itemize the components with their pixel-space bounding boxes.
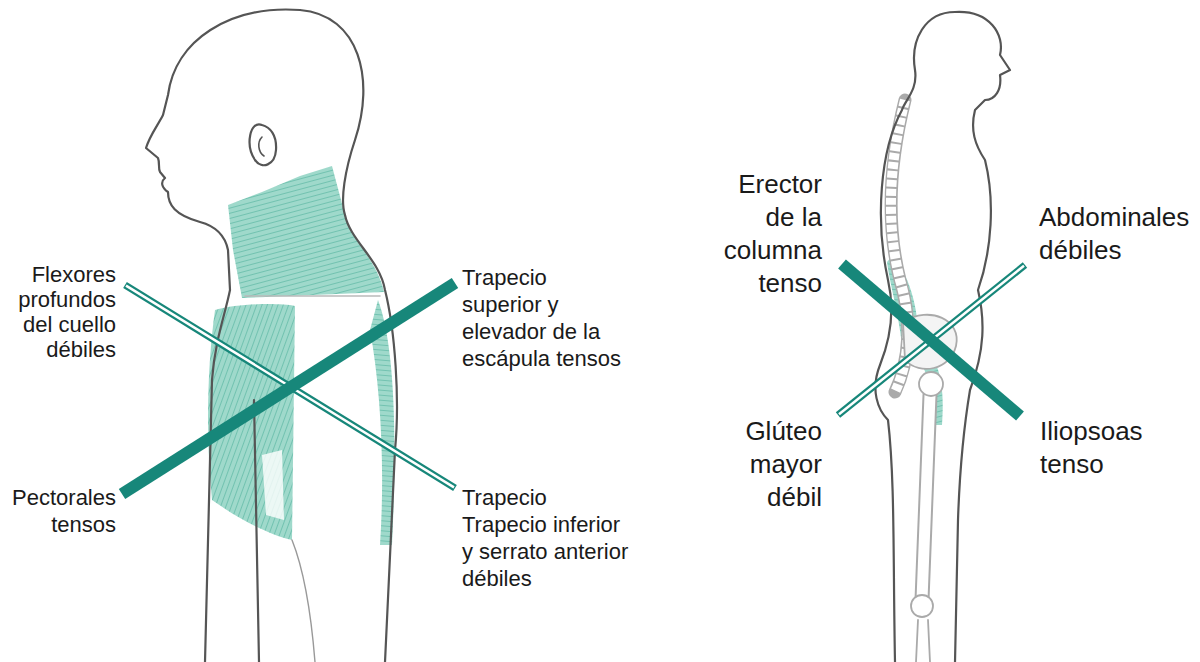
muscle-label: Trapecio superior y elevador de la escáp… (462, 264, 627, 372)
ear (250, 124, 276, 165)
muscle-label: Erector de la columna tenso (712, 168, 822, 300)
head-front-outline (146, 10, 300, 662)
femur (922, 395, 930, 600)
muscle-label: Abdominales débiles (1039, 201, 1194, 267)
pectoral-muscle (208, 304, 295, 540)
tibia (916, 620, 930, 662)
clavicle-line (245, 295, 380, 297)
standing-figure (875, 12, 1010, 662)
arm-crease (292, 540, 315, 662)
upper-cross (122, 283, 455, 494)
muscle-label: Flexores profundos del cuello débiles (4, 262, 116, 362)
femoral-head (919, 372, 943, 396)
femur-outline (922, 395, 930, 600)
muscle-label: Glúteo mayor débil (720, 415, 822, 514)
neck-trapezius-muscle (228, 166, 384, 298)
ear-inner (259, 137, 264, 156)
tight-cross-line (842, 264, 1020, 416)
body-front-outline (955, 12, 1010, 662)
arm-front-outline (254, 400, 259, 662)
tight-cross-line (122, 283, 455, 494)
body-back-outline (875, 12, 955, 662)
upper-body-figure (146, 10, 397, 662)
knee (911, 595, 933, 617)
lower-cross (838, 264, 1025, 416)
muscle-label: Trapecio Trapecio inferior y serrato ant… (462, 484, 633, 592)
muscle-label: Pectorales tensos (4, 484, 116, 538)
muscle-label: Iliopsoas tenso (1040, 415, 1170, 481)
pectoral-highlight (262, 450, 284, 520)
weak-cross-line (838, 265, 1025, 415)
